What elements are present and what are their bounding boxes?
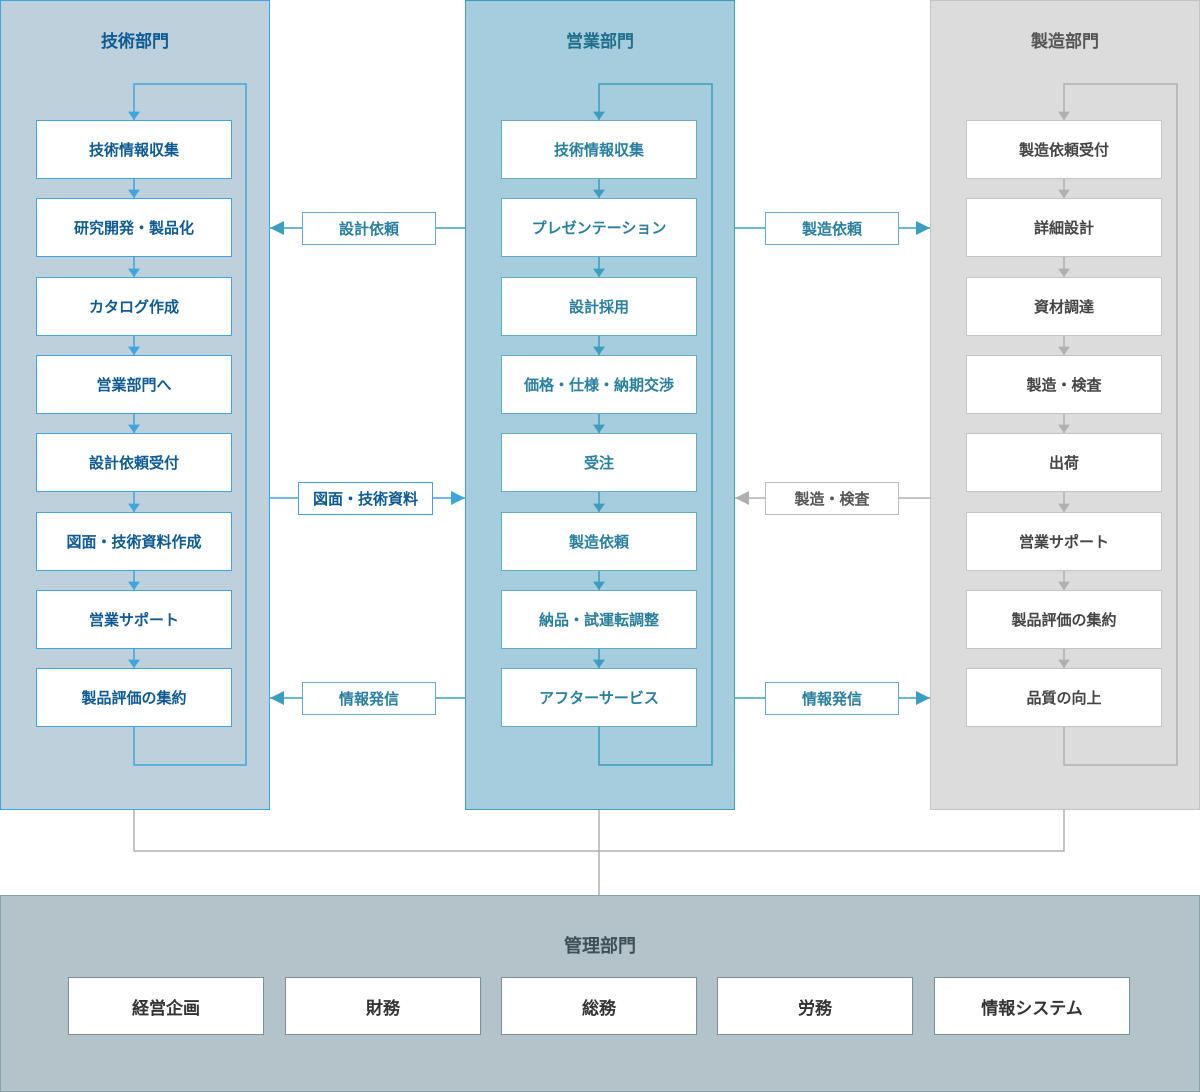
arrowhead bbox=[1058, 189, 1070, 198]
mfg-step: 品質の向上 bbox=[966, 668, 1162, 727]
arrowhead bbox=[593, 659, 605, 668]
admin-unit-box: 労務 bbox=[717, 977, 913, 1035]
sales-step: アフターサービス bbox=[501, 668, 697, 727]
arrowhead bbox=[128, 424, 140, 433]
feedback-loop-line bbox=[1063, 83, 1178, 766]
arrowhead bbox=[916, 221, 930, 235]
admin-unit-box: 経営企画 bbox=[68, 977, 264, 1035]
mfg-step: 営業サポート bbox=[966, 512, 1162, 571]
arrowhead bbox=[1058, 346, 1070, 355]
flow-label-inspection: 製造・検査 bbox=[765, 482, 899, 515]
mfg-step: 出荷 bbox=[966, 433, 1162, 492]
arrowhead bbox=[451, 491, 465, 505]
arrowhead bbox=[593, 503, 605, 512]
tech-step: 営業サポート bbox=[36, 590, 232, 649]
arrowhead bbox=[1058, 581, 1070, 590]
sales-step: 納品・試運転調整 bbox=[501, 590, 697, 649]
mfg-step: 資材調達 bbox=[966, 277, 1162, 336]
arrowhead bbox=[128, 503, 140, 512]
tech-step: 設計依頼受付 bbox=[36, 433, 232, 492]
mfg-department-title: 製造部門 bbox=[1031, 32, 1099, 52]
arrowhead bbox=[128, 111, 140, 120]
tech-step: 研究開発・製品化 bbox=[36, 198, 232, 257]
admin-unit-box: 総務 bbox=[501, 977, 697, 1035]
arrowhead bbox=[593, 424, 605, 433]
tech-department-title: 技術部門 bbox=[101, 32, 169, 52]
flow-label-info-to-mfg: 情報発信 bbox=[765, 682, 899, 715]
mfg-step: 製造依頼受付 bbox=[966, 120, 1162, 179]
sales-step: 技術情報収集 bbox=[501, 120, 697, 179]
flow-label-design-request: 設計依頼 bbox=[302, 212, 436, 245]
tech-step: 技術情報収集 bbox=[36, 120, 232, 179]
admin-unit-box: 財務 bbox=[285, 977, 481, 1035]
sales-step: 受注 bbox=[501, 433, 697, 492]
mfg-step: 詳細設計 bbox=[966, 198, 1162, 257]
sales-step: 価格・仕様・納期交渉 bbox=[501, 355, 697, 414]
arrowhead bbox=[1058, 268, 1070, 277]
tech-step: カタログ作成 bbox=[36, 277, 232, 336]
sales-step: 設計採用 bbox=[501, 277, 697, 336]
tech-step: 製品評価の集約 bbox=[36, 668, 232, 727]
arrowhead bbox=[593, 581, 605, 590]
flow-label-info-to-tech: 情報発信 bbox=[302, 682, 436, 715]
sales-step: 製造依頼 bbox=[501, 512, 697, 571]
arrowhead bbox=[916, 691, 930, 705]
arrowhead bbox=[1058, 659, 1070, 668]
mfg-step: 製造・検査 bbox=[966, 355, 1162, 414]
feedback-loop-line bbox=[133, 83, 247, 766]
arrowhead bbox=[1058, 111, 1070, 120]
admin-unit-box: 情報システム bbox=[934, 977, 1130, 1035]
flow-label-drawings: 図面・技術資料 bbox=[298, 482, 433, 515]
arrowhead bbox=[593, 111, 605, 120]
arrowhead bbox=[128, 659, 140, 668]
arrowhead bbox=[128, 189, 140, 198]
arrowhead bbox=[128, 346, 140, 355]
arrowhead bbox=[593, 268, 605, 277]
sales-step: プレゼンテーション bbox=[501, 198, 697, 257]
arrowhead bbox=[128, 581, 140, 590]
arrowhead bbox=[1058, 503, 1070, 512]
mfg-step: 製品評価の集約 bbox=[966, 590, 1162, 649]
arrowhead bbox=[593, 189, 605, 198]
tech-step: 図面・技術資料作成 bbox=[36, 512, 232, 571]
arrowhead bbox=[270, 691, 284, 705]
feedback-loop-line bbox=[598, 83, 713, 766]
arrowhead bbox=[593, 346, 605, 355]
sales-department-title: 営業部門 bbox=[566, 32, 634, 52]
arrowhead bbox=[1058, 424, 1070, 433]
arrowhead bbox=[128, 268, 140, 277]
arrowhead bbox=[735, 491, 749, 505]
admin-department-title: 管理部門 bbox=[564, 936, 636, 957]
flow-label-manufacturing-order: 製造依頼 bbox=[765, 212, 899, 245]
arrowhead bbox=[270, 221, 284, 235]
tech-step: 営業部門へ bbox=[36, 355, 232, 414]
